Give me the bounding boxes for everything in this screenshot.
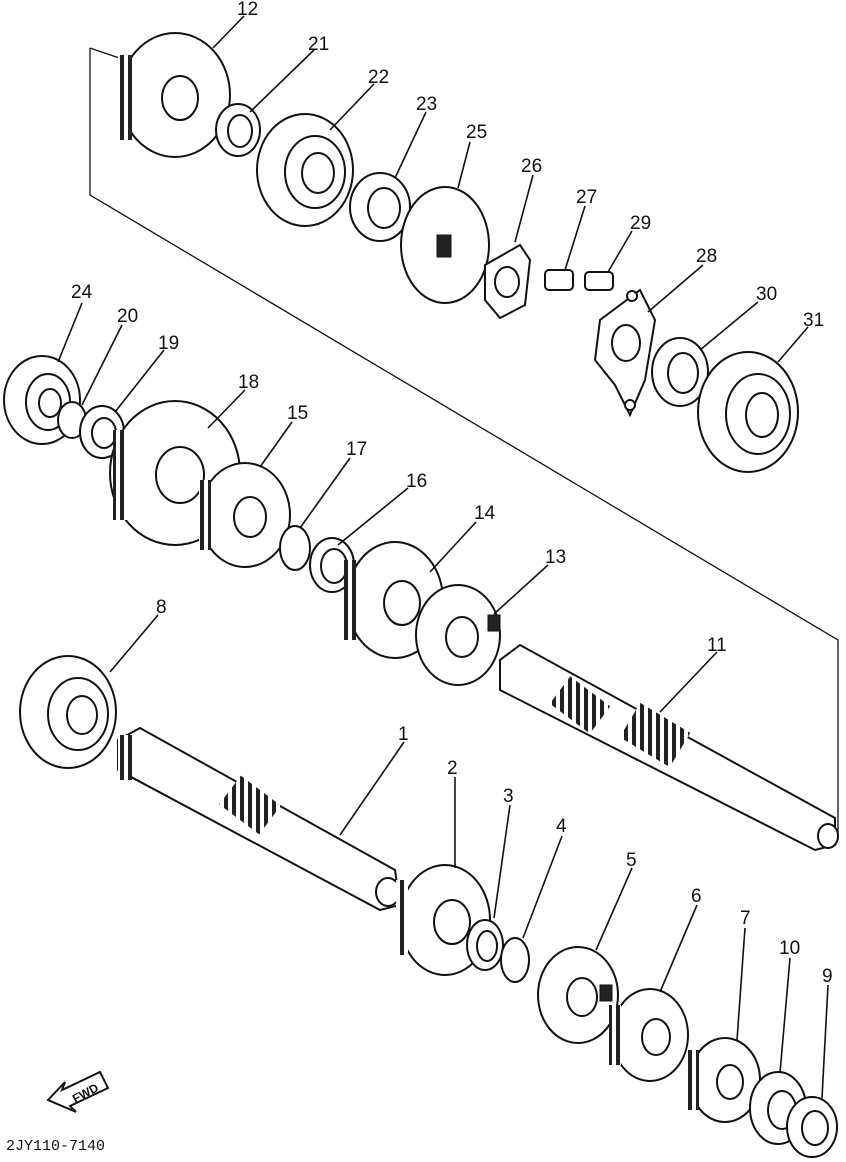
callout-27: 27 (576, 187, 597, 208)
part-17-circlip (279, 525, 311, 571)
group-bracket (89, 48, 839, 840)
part-12-gear (118, 32, 231, 158)
callout-16: 16 (406, 471, 427, 492)
callout-8: 8 (156, 597, 167, 618)
callout-2: 2 (447, 758, 458, 779)
part-15-gear (199, 462, 291, 568)
part-27-bolt (544, 269, 574, 291)
part-9-oil-seal (786, 1096, 838, 1158)
callout-24: 24 (71, 282, 93, 303)
part-8-bearing (19, 655, 117, 769)
callout-22: 22 (368, 67, 389, 88)
part-25-sprocket (400, 186, 490, 304)
callout-3: 3 (503, 786, 514, 807)
part-29-bolt (584, 271, 614, 291)
part-5-gear (537, 946, 619, 1044)
callout-28: 28 (696, 246, 717, 267)
fwd-arrow: FWD (46, 1070, 110, 1113)
part-13-gear (415, 584, 501, 686)
callout-1: 1 (398, 724, 409, 745)
part-23-oil-seal (349, 172, 411, 242)
callout-21: 21 (308, 34, 329, 55)
part-30-oil-seal (651, 337, 709, 407)
part-28-retainer-plate (593, 288, 657, 418)
callout-29: 29 (630, 213, 651, 234)
part-16-washer (309, 537, 355, 593)
callout-10: 10 (779, 938, 800, 959)
part-3-washer (466, 919, 504, 971)
callout-14: 14 (474, 503, 496, 524)
part-4-circlip (500, 937, 530, 983)
callout-6: 6 (691, 886, 702, 907)
part-21-washer (215, 103, 261, 157)
callouts: 12 21 22 23 25 26 27 29 28 30 31 24 20 1… (57, 0, 833, 1099)
callout-31: 31 (803, 310, 824, 331)
callout-11: 11 (707, 635, 727, 656)
callout-15: 15 (287, 403, 308, 424)
callout-4: 4 (556, 816, 567, 837)
callout-26: 26 (521, 156, 542, 177)
drawing-code: 2JY110-7140 (6, 1138, 105, 1155)
callout-9: 9 (822, 966, 833, 987)
callout-25: 25 (466, 122, 487, 143)
part-1-main-axle (117, 726, 402, 912)
callout-13: 13 (545, 547, 566, 568)
callout-7: 7 (740, 908, 751, 929)
callout-17: 17 (346, 439, 367, 460)
part-6-gear (609, 988, 689, 1082)
callout-23: 23 (416, 94, 437, 115)
callout-12: 12 (237, 0, 258, 20)
callout-5: 5 (626, 850, 637, 871)
part-22-bearing (256, 113, 354, 227)
part-11-drive-axle (499, 643, 839, 852)
part-31-bearing (697, 351, 799, 473)
part-26-lock-washer (484, 243, 532, 320)
callout-18: 18 (238, 372, 259, 393)
callout-19: 19 (158, 333, 179, 354)
callout-30: 30 (756, 284, 777, 305)
callout-20: 20 (117, 306, 138, 327)
